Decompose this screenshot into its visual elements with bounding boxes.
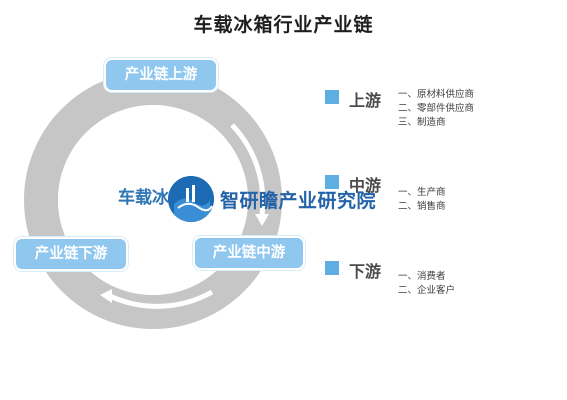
upstream-items: 一、原材料供应商 二、零部件供应商 三、制造商 (398, 88, 474, 130)
arrow-head-bottom (100, 289, 112, 303)
legend-label-upstream: 上游 (349, 91, 382, 110)
midstream-items: 一、生产商 二、销售商 (398, 186, 446, 214)
watermark-text: 智研瞻产业研究院 (220, 189, 377, 212)
arrow-head-right (255, 214, 269, 226)
list-item: 一、生产商 (398, 187, 446, 198)
diagram-title: 车载冰箱行业产业链 (193, 14, 374, 36)
upstream-pill: 产业链上游 (104, 58, 218, 92)
legend-label-downstream: 下游 (349, 262, 382, 281)
arrow-arc-bottom (108, 289, 214, 309)
legend-square-icon (325, 261, 339, 275)
list-item: 二、企业客户 (398, 285, 456, 296)
list-item: 一、消费者 (398, 271, 446, 282)
legend-midstream: 中游 (325, 172, 391, 196)
downstream-pill: 产业链下游 (14, 237, 128, 271)
list-item: 二、零部件供应商 (398, 103, 475, 114)
legend-downstream: 下游 (325, 258, 391, 282)
watermark-logo-icon (168, 176, 214, 222)
legend-label-midstream: 中游 (349, 176, 382, 195)
legend-upstream: 上游 (325, 87, 391, 111)
arrow-arc-right (230, 123, 266, 216)
midstream-pill: 产业链中游 (193, 236, 305, 270)
watermark: 智研瞻产业研究院 (168, 176, 376, 222)
legend-square-icon (325, 90, 339, 104)
legend-square-icon (325, 175, 339, 189)
list-item: 一、原材料供应商 (398, 89, 475, 100)
list-item: 三、制造商 (398, 117, 446, 128)
downstream-items: 一、消费者 二、企业客户 (398, 270, 455, 298)
list-item: 二、销售商 (398, 201, 446, 212)
